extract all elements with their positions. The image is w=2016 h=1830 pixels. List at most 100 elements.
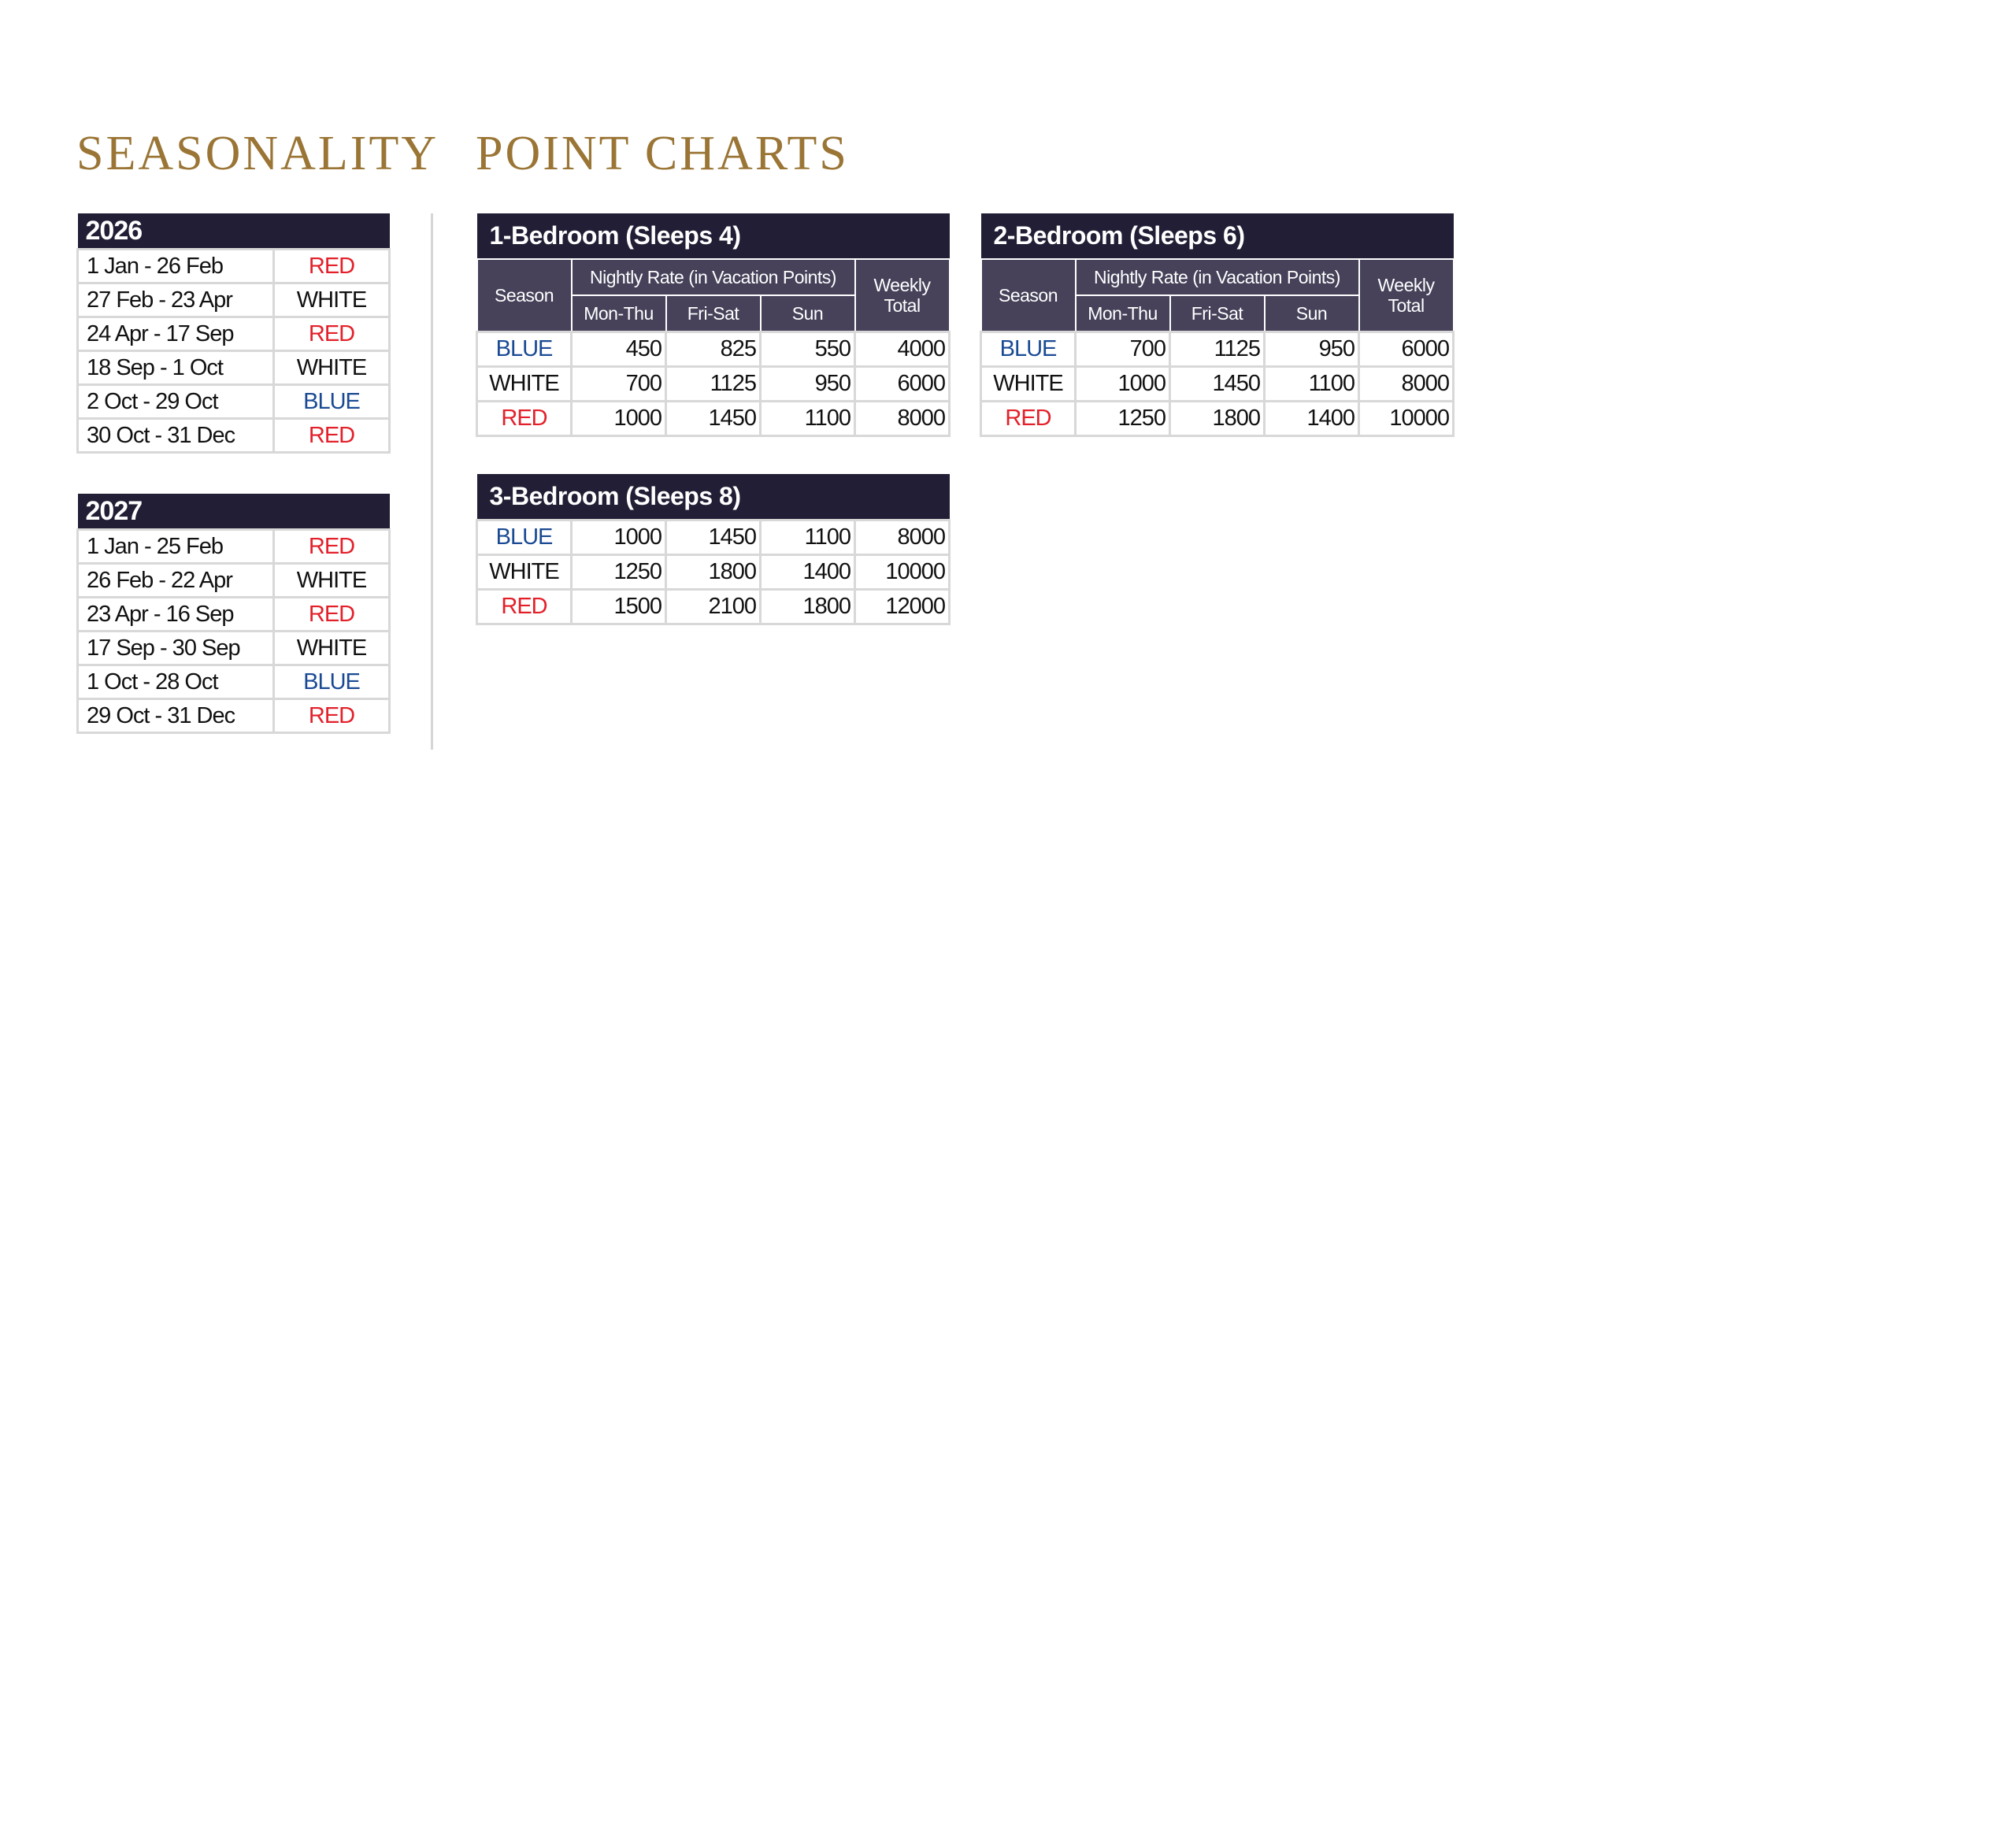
weekly-cell: 12000 xyxy=(853,588,951,625)
weekly-cell: 6000 xyxy=(1357,331,1455,368)
table-title: 2-Bedroom (Sleeps 6) xyxy=(980,213,1454,259)
season-cell: RED xyxy=(980,400,1077,437)
season-cell: BLUE xyxy=(980,331,1077,368)
mon-thu-cell: 1000 xyxy=(570,519,667,556)
nightly-rate-header: Nightly Rate (in Vacation Points) xyxy=(570,258,856,296)
weekly-cell: 8000 xyxy=(1357,365,1455,402)
weekly-cell: 10000 xyxy=(853,554,951,591)
date-range: 26 Feb - 22 Apr xyxy=(76,562,275,598)
season-cell: BLUE xyxy=(476,331,573,368)
season-cell: RED xyxy=(476,400,573,437)
sun-cell: 1800 xyxy=(759,588,856,625)
sun-cell: 1100 xyxy=(1263,365,1360,402)
season-label: WHITE xyxy=(272,630,391,666)
season-label: WHITE xyxy=(272,282,391,318)
season-cell: WHITE xyxy=(476,365,573,402)
sun-cell: 1100 xyxy=(759,400,856,437)
fri-sat-cell: 2100 xyxy=(665,588,762,625)
fri-sat-cell: 1800 xyxy=(665,554,762,591)
season-label: BLUE xyxy=(272,664,391,700)
table-title: 3-Bedroom (Sleeps 8) xyxy=(476,474,950,520)
mon-thu-header: Mon-Thu xyxy=(570,295,667,333)
weekly-total-header: Weekly Total xyxy=(1358,258,1455,333)
season-cell: WHITE xyxy=(476,554,573,591)
mon-thu-cell: 1000 xyxy=(570,400,667,437)
mon-thu-cell: 1250 xyxy=(570,554,667,591)
mon-thu-cell: 700 xyxy=(570,365,667,402)
date-range: 27 Feb - 23 Apr xyxy=(76,282,275,318)
season-cell: BLUE xyxy=(476,519,573,556)
season-label: RED xyxy=(272,698,391,734)
weekly-cell: 8000 xyxy=(853,519,951,556)
fri-sat-cell: 1450 xyxy=(665,519,762,556)
mon-thu-header: Mon-Thu xyxy=(1074,295,1171,333)
table-title: 1-Bedroom (Sleeps 4) xyxy=(476,213,950,259)
sun-header: Sun xyxy=(1263,295,1360,333)
date-range: 30 Oct - 31 Dec xyxy=(76,417,275,454)
fri-sat-cell: 825 xyxy=(665,331,762,368)
sun-cell: 1400 xyxy=(759,554,856,591)
date-range: 1 Jan - 25 Feb xyxy=(76,528,275,565)
sun-cell: 1400 xyxy=(1263,400,1360,437)
mon-thu-cell: 450 xyxy=(570,331,667,368)
fri-sat-header: Fri-Sat xyxy=(1169,295,1266,333)
mon-thu-cell: 1500 xyxy=(570,588,667,625)
weekly-cell: 10000 xyxy=(1357,400,1455,437)
season-cell: WHITE xyxy=(980,365,1077,402)
weekly-cell: 6000 xyxy=(853,365,951,402)
year-header: 2027 xyxy=(77,494,390,530)
season-cell: RED xyxy=(476,588,573,625)
season-label: RED xyxy=(272,596,391,632)
mon-thu-cell: 1250 xyxy=(1074,400,1171,437)
weekly-cell: 8000 xyxy=(853,400,951,437)
sun-cell: 550 xyxy=(759,331,856,368)
nightly-rate-header: Nightly Rate (in Vacation Points) xyxy=(1074,258,1360,296)
year-header: 2026 xyxy=(77,213,390,250)
mon-thu-cell: 1000 xyxy=(1074,365,1171,402)
fri-sat-cell: 1450 xyxy=(665,400,762,437)
date-range: 24 Apr - 17 Sep xyxy=(76,316,275,352)
season-label: BLUE xyxy=(272,383,391,420)
date-range: 1 Jan - 26 Feb xyxy=(76,248,275,284)
sun-cell: 950 xyxy=(1263,331,1360,368)
season-label: RED xyxy=(272,248,391,284)
date-range: 29 Oct - 31 Dec xyxy=(76,698,275,734)
point-charts-title: POINT CHARTS xyxy=(476,127,849,180)
fri-sat-cell: 1125 xyxy=(665,365,762,402)
sun-cell: 950 xyxy=(759,365,856,402)
weekly-total-header: Weekly Total xyxy=(854,258,951,333)
fri-sat-header: Fri-Sat xyxy=(665,295,762,333)
date-range: 2 Oct - 29 Oct xyxy=(76,383,275,420)
season-header: Season xyxy=(476,258,573,333)
season-label: RED xyxy=(272,316,391,352)
date-range: 1 Oct - 28 Oct xyxy=(76,664,275,700)
divider xyxy=(431,213,433,750)
season-header: Season xyxy=(980,258,1077,333)
date-range: 18 Sep - 1 Oct xyxy=(76,350,275,386)
seasonality-title: SEASONALITY xyxy=(76,127,439,180)
